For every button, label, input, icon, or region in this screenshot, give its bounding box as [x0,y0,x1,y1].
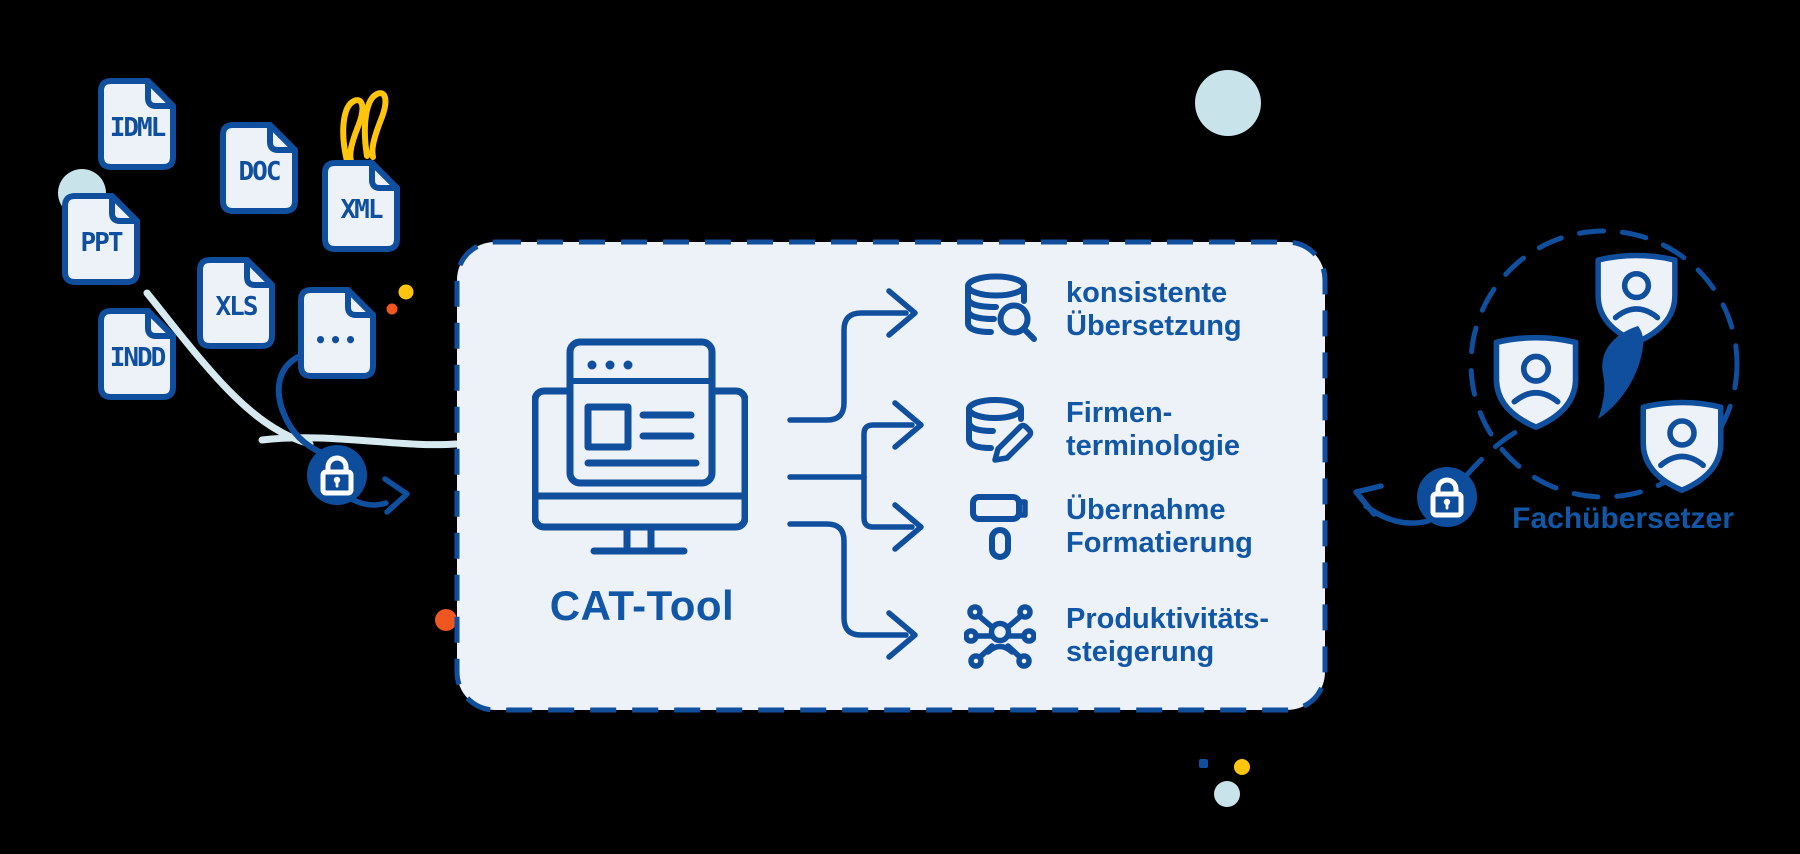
cat-tool-title: CAT-Tool [549,582,735,629]
benefit-row-uebernahme-formatierung: Übernahme Formatierung [958,489,1253,565]
decor-dot-yellow-bottom [1234,759,1250,775]
benefit-line1: Firmen- [1066,397,1173,429]
yellow-squiggle-icon [340,90,389,164]
network-people-icon [958,601,1042,671]
shield-person-icon [1595,252,1678,345]
file-idml: IDML [98,78,176,170]
file-label: ••• [314,328,360,353]
document-icon [220,122,298,214]
translators-dashed-arc [1462,429,1519,480]
benefit-line2: Formatierung [1066,527,1253,559]
comma-swoosh-icon [1598,326,1646,420]
file-label: XML [340,194,384,225]
document-icon [62,193,140,285]
document-icon [322,160,400,252]
lock-badge-left [307,445,367,505]
benefit-line1: Übernahme [1066,494,1226,526]
benefit-row-konsistente-uebersetzung: konsistente Übersetzung [958,272,1242,348]
translators-dashed-circle [1468,228,1740,500]
connector-dark-files [275,349,325,456]
database-search-icon [958,273,1042,347]
database-edit-icon [958,397,1042,463]
file-label: IDML [109,112,167,143]
document-icon [98,308,176,400]
file-xml: XML [322,160,400,252]
translators-label: Fachübersetzer [1512,502,1734,535]
translator-shield-left [1487,332,1585,430]
shield-person-icon [1493,334,1579,430]
translator-shield-right [1631,397,1733,493]
benefit-line2: terminologie [1066,430,1241,462]
connector-light-to-box [258,434,460,449]
document-icon [197,257,275,349]
monitor-browser-icon [532,338,748,555]
cat-tool-monitor [532,336,748,560]
file-ppt: PPT [62,193,140,285]
file-xls: XLS [197,257,275,349]
shield-person-icon [1640,399,1724,493]
decor-dot-blue-bottom [1199,759,1208,768]
file-label: INDD [109,342,167,373]
file-indd: INDD [98,308,176,400]
decor-dot-orange-small [386,303,398,315]
lock-icon [307,445,367,505]
decor-circle-bottom-right [1214,781,1240,807]
decor-dot-yellow-left [398,284,414,300]
document-icon [298,287,376,379]
benefit-line1: Produktivitäts- [1066,603,1270,635]
lock-icon [1417,467,1477,527]
paint-roller-icon [958,494,1042,560]
file-label: XLS [215,291,259,322]
decor-dot-orange-large [435,609,457,631]
file-label: DOC [238,156,282,187]
benefit-line1: konsistente [1066,277,1228,309]
benefit-line2: steigerung [1066,636,1215,668]
arrow-right-lock-to-box [1353,483,1431,526]
document-icon [98,78,176,170]
benefit-row-firmenterminologie: Firmen- terminologie [958,392,1240,468]
flow-arrows [787,288,924,660]
file-label: PPT [80,227,124,258]
benefit-row-produktivitaetssteigerung: Produktivitäts- steigerung [958,598,1269,674]
file-other: ••• [298,287,376,379]
decor-circle-top-right [1195,70,1261,136]
benefit-line2: Übersetzung [1066,310,1242,342]
file-doc: DOC [220,122,298,214]
lock-badge-right [1417,467,1477,527]
translator-shield-top [1589,250,1684,345]
